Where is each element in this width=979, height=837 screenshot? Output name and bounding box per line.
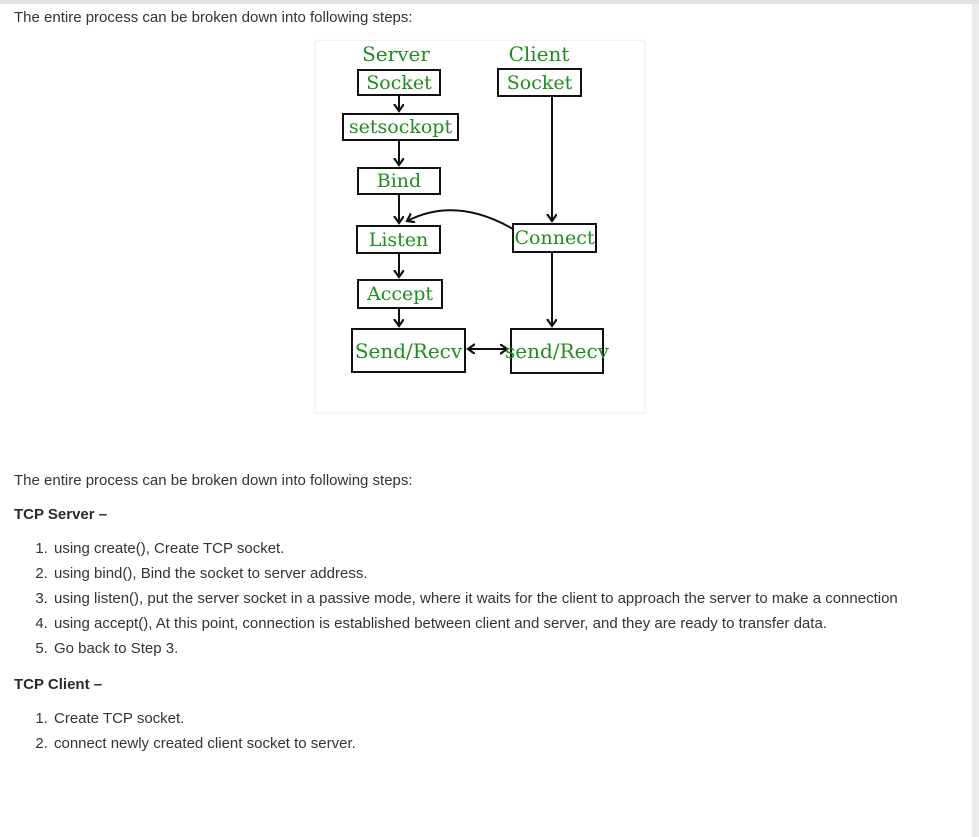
tcp-server-step-2: using bind(), Bind the socket to server …	[52, 561, 934, 586]
node-server-sendrecv: Send/Recv	[351, 328, 466, 373]
article-body: The entire process can be broken down in…	[14, 470, 934, 771]
node-setsockopt: setsockopt	[342, 113, 459, 141]
node-client-sendrecv: send/Recv	[505, 328, 609, 374]
tcp-server-step-1: using create(), Create TCP socket.	[52, 536, 934, 561]
tcp-server-step-3: using listen(), put the server socket in…	[52, 586, 934, 611]
node-server-socket: Socket	[357, 69, 441, 96]
diagram-client-column-label: Client	[508, 42, 570, 66]
tcp-client-heading: TCP Client –	[14, 676, 103, 693]
tcp-server-heading: TCP Server –	[14, 506, 108, 523]
node-accept: Accept	[357, 279, 443, 309]
diagram-server-column-label: Server	[362, 42, 430, 66]
top-border-strip	[0, 0, 979, 4]
tcp-client-step-2: connect newly created client socket to s…	[52, 731, 934, 756]
node-client-socket: Socket	[497, 68, 582, 97]
intro-text-top: The entire process can be broken down in…	[14, 9, 413, 26]
node-listen: Listen	[356, 225, 441, 254]
vertical-scrollbar[interactable]	[972, 0, 979, 837]
tcp-server-steps-list: using create(), Create TCP socket. using…	[14, 536, 934, 661]
node-connect: Connect	[512, 223, 597, 253]
tcp-client-step-1: Create TCP socket.	[52, 706, 934, 731]
tcp-server-step-4: using accept(), At this point, connectio…	[52, 611, 934, 636]
tcp-client-steps-list: Create TCP socket. connect newly created…	[14, 706, 934, 756]
tcp-server-step-5: Go back to Step 3.	[52, 636, 934, 661]
arrow-connect-to-listen-curve	[407, 209, 514, 230]
intro-text-body: The entire process can be broken down in…	[14, 472, 413, 489]
node-bind: Bind	[357, 167, 441, 195]
diagram-arrows	[316, 96, 646, 414]
tcp-socket-flow-diagram: Server Client Socket setsockopt Bind Lis…	[315, 40, 645, 413]
